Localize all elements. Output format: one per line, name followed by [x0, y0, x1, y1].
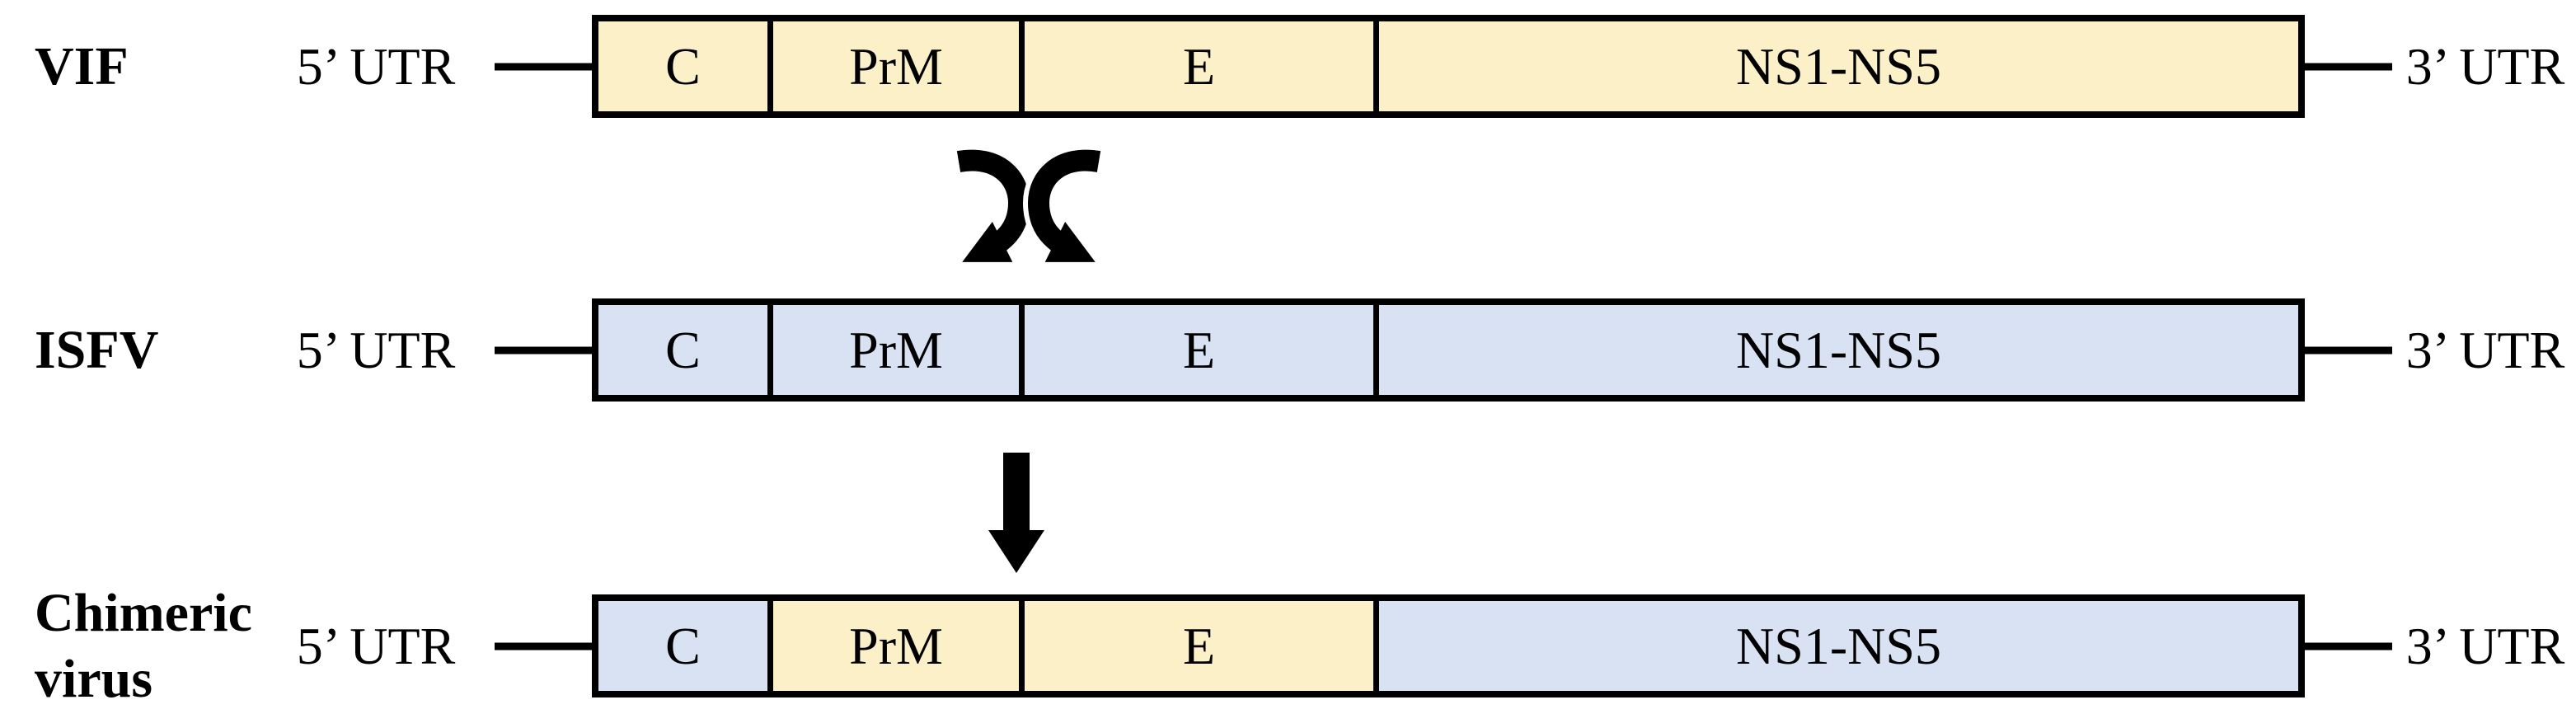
segment-e: E: [1025, 305, 1379, 395]
row-label-line1: ISFV: [35, 319, 159, 380]
utr5-connector-line: [495, 642, 594, 650]
genome-row-vif: VIF 5’ UTR C PrM E NS1-NS5 3’ UTR: [0, 15, 2576, 118]
utr3-connector-line: [2303, 642, 2392, 650]
segment-ns1-ns5: NS1-NS5: [1379, 601, 2298, 691]
utr3-connector-line: [2303, 63, 2392, 70]
segment-e: E: [1025, 21, 1379, 111]
utr3-label: 3’ UTR: [2405, 36, 2565, 96]
segment-e: E: [1025, 601, 1379, 691]
utr5-label: 5’ UTR: [296, 320, 456, 379]
genome-box-isfv: C PrM E NS1-NS5: [592, 298, 2305, 402]
utr3-label: 3’ UTR: [2405, 616, 2565, 675]
genome-box-vif: C PrM E NS1-NS5: [592, 15, 2305, 118]
utr5-connector-line: [495, 346, 594, 354]
row-label-vif: VIF: [35, 34, 129, 100]
segment-c: C: [598, 305, 773, 395]
utr5-connector-line: [495, 63, 594, 70]
genome-row-chimeric-virus: Chimeric virus 5’ UTR C PrM E NS1-NS5 3’…: [0, 583, 2576, 709]
segment-c: C: [598, 21, 773, 111]
segment-ns1-ns5: NS1-NS5: [1379, 305, 2298, 395]
row-label-line1: VIF: [35, 35, 129, 96]
segment-c: C: [598, 601, 773, 691]
utr3-connector-line: [2303, 346, 2392, 354]
row-label-chimeric-virus: Chimeric virus: [35, 580, 252, 712]
row-label-isfv: ISFV: [35, 317, 158, 383]
utr3-label: 3’ UTR: [2405, 320, 2565, 379]
segment-ns1-ns5: NS1-NS5: [1379, 21, 2298, 111]
genome-row-isfv: ISFV 5’ UTR C PrM E NS1-NS5 3’ UTR: [0, 298, 2576, 402]
genome-box-chimeric: C PrM E NS1-NS5: [592, 594, 2305, 697]
row-label-line2: virus: [35, 648, 153, 709]
down-arrow-icon: [988, 453, 1044, 573]
segment-prm: PrM: [773, 305, 1025, 395]
crossover-exchange-arrows-icon: [956, 148, 1101, 263]
row-label-line1: Chimeric: [35, 582, 252, 643]
segment-prm: PrM: [773, 21, 1025, 111]
utr5-label: 5’ UTR: [296, 36, 456, 96]
segment-prm: PrM: [773, 601, 1025, 691]
utr5-label: 5’ UTR: [296, 616, 456, 675]
